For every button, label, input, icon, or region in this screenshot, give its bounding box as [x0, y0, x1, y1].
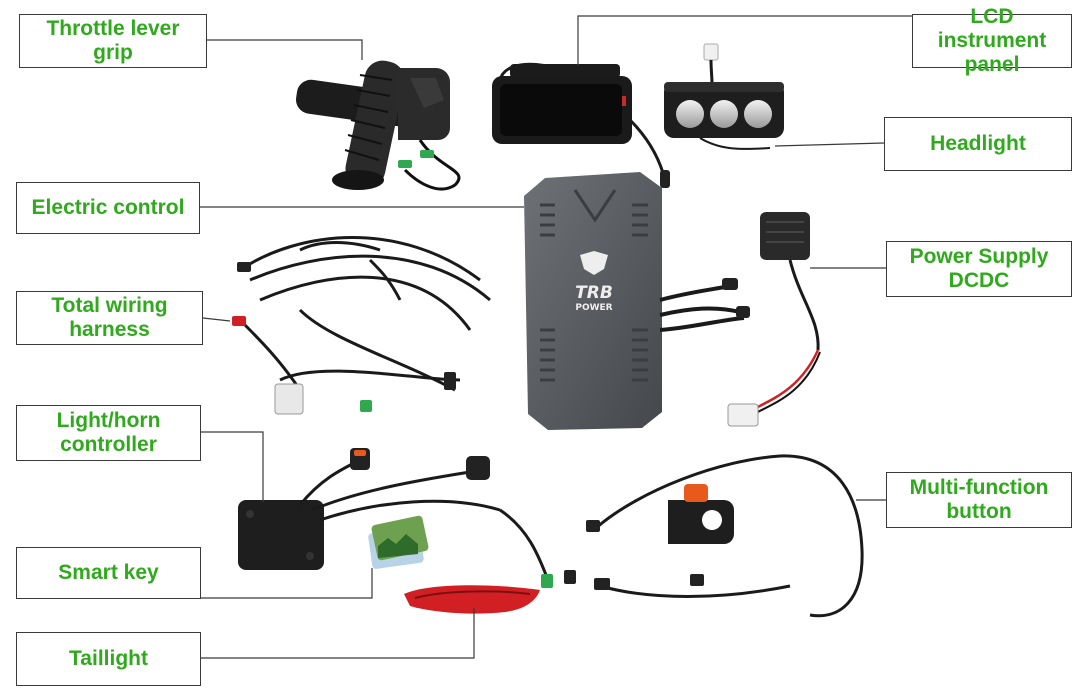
label-throttle-lever-grip-text: Throttle lever grip	[46, 17, 180, 64]
dcdc-module-icon	[727, 212, 821, 427]
label-headlight-text: Headlight	[930, 132, 1026, 155]
label-taillight-text: Taillight	[69, 647, 148, 670]
smart-key-card-icon	[368, 515, 429, 569]
label-light-horn-controller: Light/horn controller	[16, 405, 201, 461]
brand-logo-subtext: POWER	[575, 303, 612, 313]
label-smart-key-text: Smart key	[58, 561, 159, 584]
light-horn-module-icon	[238, 448, 576, 588]
label-light-horn-controller-text: Light/horn controller	[56, 409, 161, 456]
label-electric-control: Electric control	[16, 182, 200, 234]
multi-function-switch-icon	[586, 454, 864, 618]
headlight-icon	[664, 43, 784, 150]
label-multi-function-button-text: Multi-function button	[909, 476, 1049, 523]
label-taillight: Taillight	[16, 632, 201, 686]
label-headlight: Headlight	[884, 117, 1072, 171]
wiring-harness-icon	[232, 236, 491, 415]
label-power-supply-dcdc: Power Supply DCDC	[886, 241, 1072, 297]
label-throttle-lever-grip: Throttle lever grip	[19, 14, 207, 68]
label-power-supply-dcdc-text: Power Supply DCDC	[909, 245, 1049, 292]
lcd-panel-icon	[492, 62, 670, 188]
label-total-wiring-harness: Total wiring harness	[16, 291, 203, 345]
label-smart-key: Smart key	[16, 547, 201, 599]
label-lcd-instrument-panel: LCD instrument panel	[912, 5, 1072, 76]
label-total-wiring-harness-text: Total wiring harness	[51, 294, 168, 341]
label-lcd-instrument-panel-text: LCD instrument panel	[937, 5, 1047, 76]
brand-logo-text: TRB	[575, 283, 613, 303]
taillight-icon	[404, 585, 540, 614]
label-electric-control-text: Electric control	[31, 196, 185, 219]
controller-box-icon: TRB POWER	[524, 172, 750, 430]
label-multi-function-button: Multi-function button	[886, 472, 1072, 528]
throttle-grip-icon	[296, 60, 461, 191]
